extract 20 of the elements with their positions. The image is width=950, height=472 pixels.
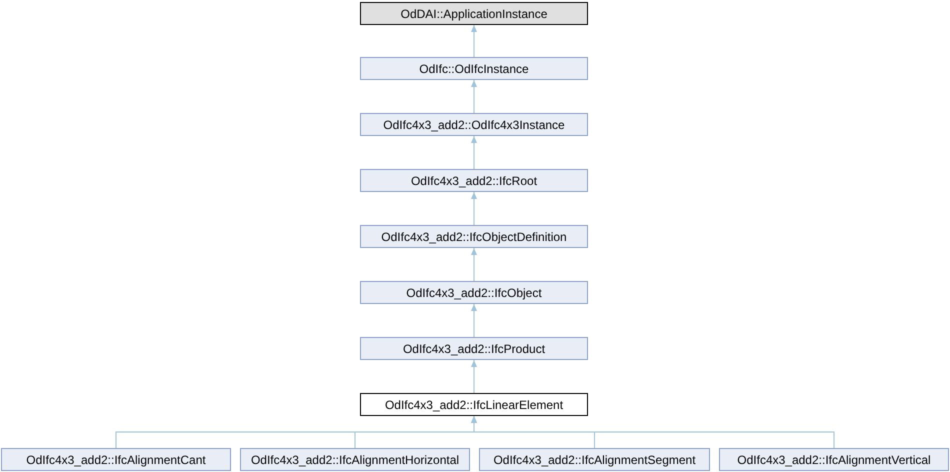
inheritance-arrow	[471, 304, 477, 338]
class-box: OdIfc4x3_add2::IfcObjectDefinition	[360, 225, 588, 248]
inheritance-arrow	[471, 416, 834, 448]
inheritance-arrow	[471, 248, 477, 282]
inheritance-arrow	[471, 136, 477, 170]
class-box: OdIfc4x3_add2::IfcLinearElement	[360, 393, 588, 416]
class-box: OdIfc::OdIfcInstance	[360, 57, 588, 80]
class-box: OdDAI::ApplicationInstance	[360, 2, 588, 25]
class-box: OdIfc4x3_add2::IfcRoot	[360, 169, 588, 192]
inheritance-arrow	[471, 24, 477, 58]
class-box: OdIfc4x3_add2::IfcAlignmentCant	[1, 448, 231, 471]
class-box: OdIfc4x3_add2::OdIfc4x3Instance	[360, 113, 588, 136]
class-box: OdIfc4x3_add2::IfcAlignmentHorizontal	[240, 448, 470, 471]
class-box: OdIfc4x3_add2::IfcAlignmentVertical	[719, 448, 949, 471]
inheritance-arrow	[471, 80, 477, 114]
inheritance-arrow	[471, 360, 477, 394]
inheritance-arrow	[471, 192, 477, 226]
class-box: OdIfc4x3_add2::IfcAlignmentSegment	[479, 448, 710, 471]
class-box: OdIfc4x3_add2::IfcObject	[360, 281, 588, 304]
class-box: OdIfc4x3_add2::IfcProduct	[360, 337, 588, 360]
